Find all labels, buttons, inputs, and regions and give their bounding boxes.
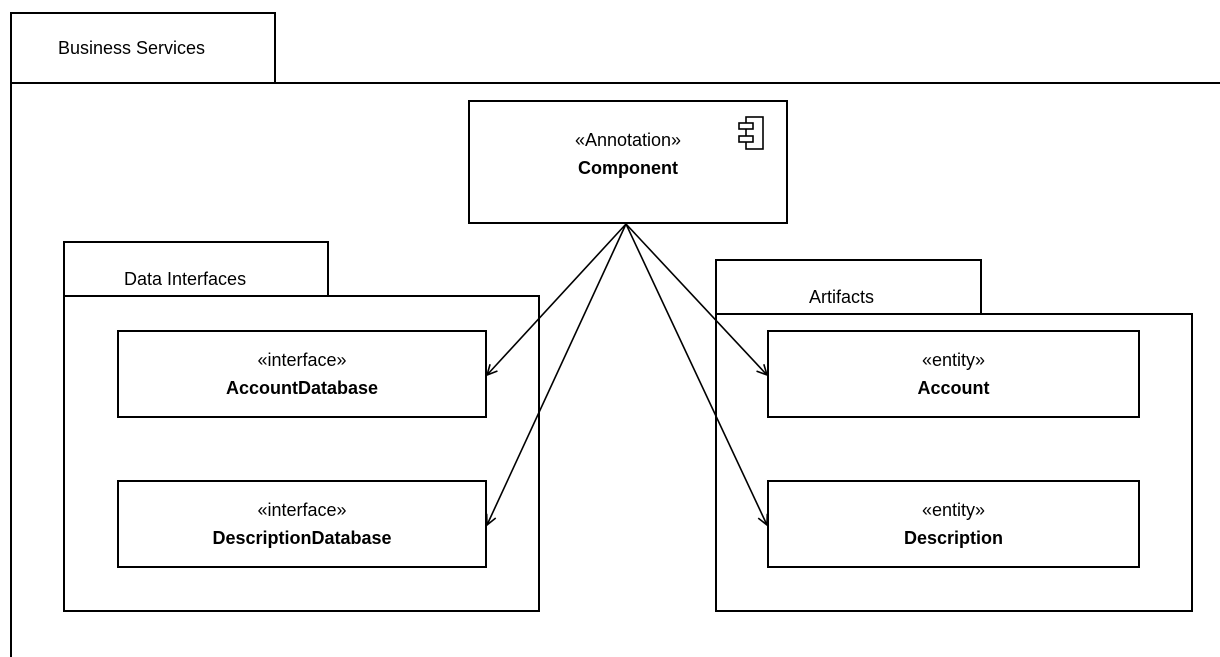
interface-name: DescriptionDatabase	[212, 528, 392, 548]
artifacts-package-tab[interactable]: Artifacts	[715, 259, 982, 315]
data-interfaces-package-label: Data Interfaces	[124, 269, 247, 289]
interface-stereotype: «interface»	[257, 350, 347, 370]
entity-name: Description	[903, 528, 1004, 548]
business-services-package-tab[interactable]: Business Services	[10, 12, 276, 84]
uml-component-icon	[738, 116, 764, 150]
annotation-component[interactable]: «Annotation» Component	[468, 100, 788, 224]
description-database-interface[interactable]: «interface» DescriptionDatabase	[117, 480, 487, 568]
business-services-package-label: Business Services	[58, 38, 206, 58]
data-interfaces-package-tab[interactable]: Data Interfaces	[63, 241, 329, 297]
artifacts-package-label: Artifacts	[809, 287, 875, 307]
account-database-interface[interactable]: «interface» AccountDatabase	[117, 330, 487, 418]
component-name: Component	[578, 158, 678, 178]
entity-name: Account	[917, 378, 990, 398]
description-entity[interactable]: «entity» Description	[767, 480, 1140, 568]
account-entity[interactable]: «entity» Account	[767, 330, 1140, 418]
entity-stereotype: «entity»	[921, 500, 986, 520]
component-stereotype: «Annotation»	[574, 130, 682, 150]
interface-stereotype: «interface»	[257, 500, 347, 520]
entity-stereotype: «entity»	[921, 350, 986, 370]
interface-name: AccountDatabase	[225, 378, 379, 398]
